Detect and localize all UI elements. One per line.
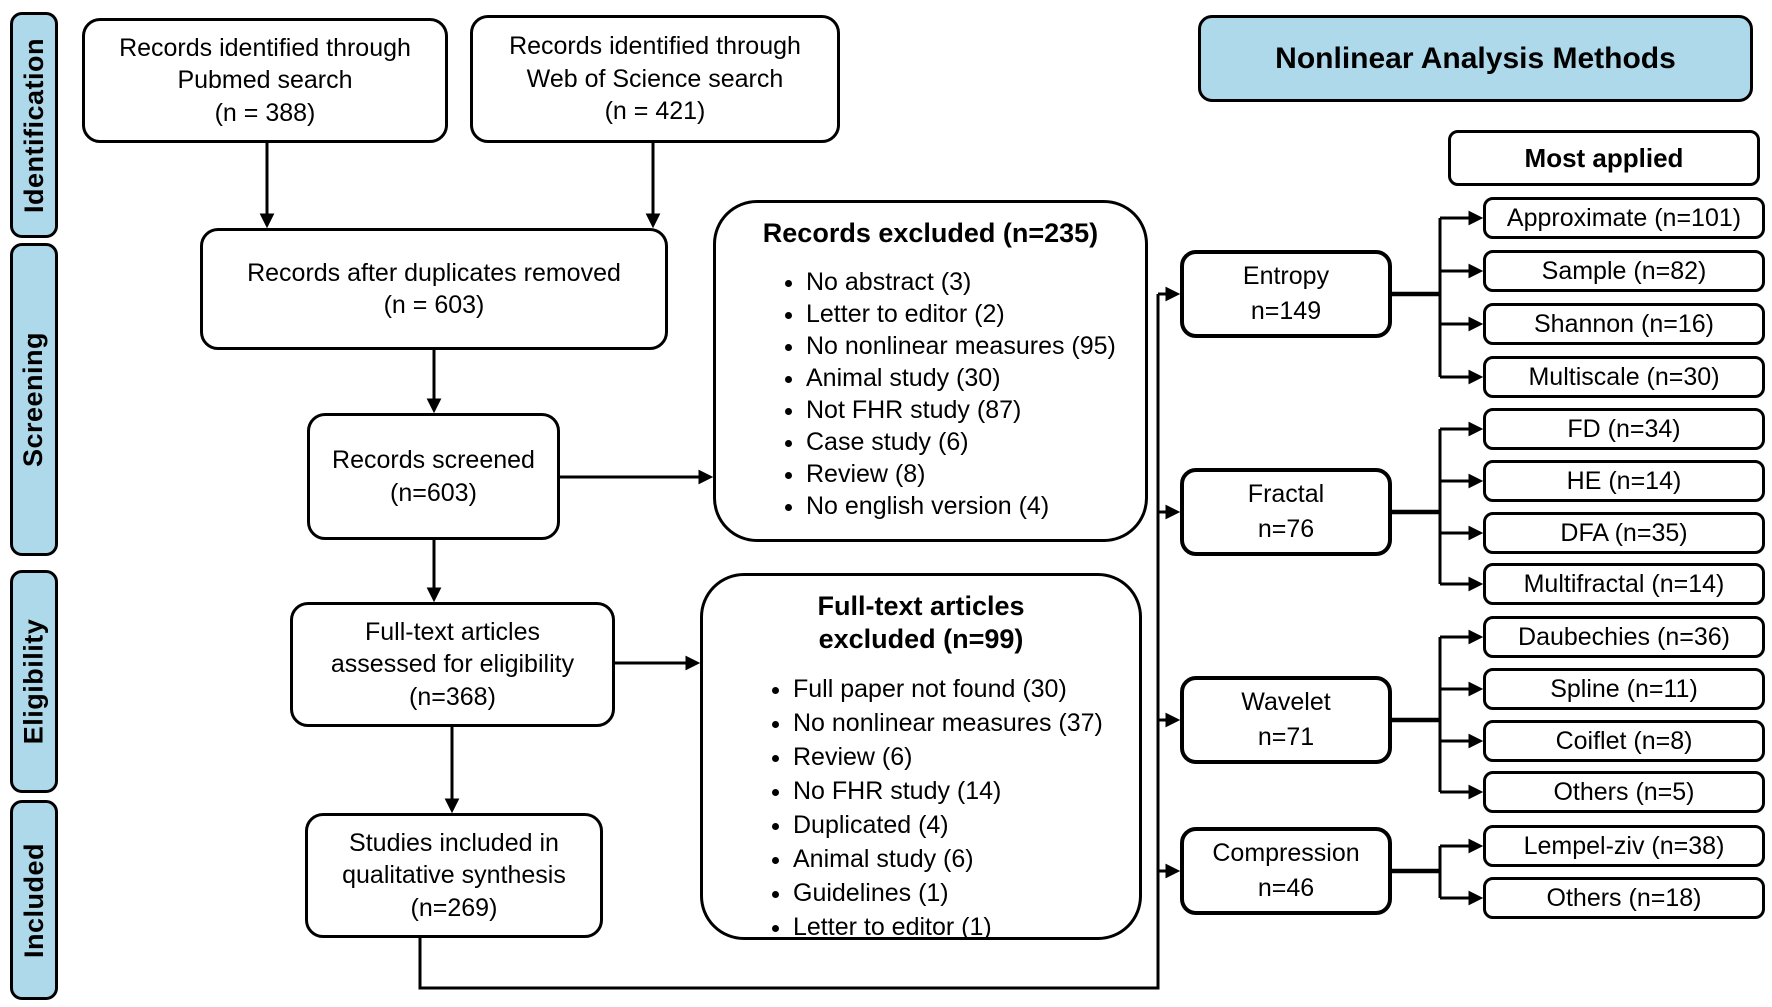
records-excluded-item: Not FHR study (87): [806, 394, 1135, 426]
leaf-entropy-approximate: Approximate (n=101): [1483, 197, 1765, 239]
group-compression: Compression n=46: [1180, 827, 1392, 915]
group-fractal-count: n=76: [1257, 515, 1315, 543]
records-excluded-item: Review (8): [806, 458, 1135, 490]
stage-screening: Screening: [10, 243, 58, 556]
fulltext-excluded-item: No FHR study (14): [793, 774, 1129, 808]
records-excluded-item: No nonlinear measures (95): [806, 330, 1135, 362]
box-studies-included: Studies included in qualitative synthesi…: [305, 813, 603, 938]
stage-eligibility-label: Eligibility: [18, 618, 49, 745]
fulltext-excluded-item: Letter to editor (1): [793, 910, 1129, 944]
fulltext-excluded-item: Animal study (6): [793, 842, 1129, 876]
group-wavelet-name: Wavelet: [1241, 688, 1331, 716]
fulltext-excluded-item: Review (6): [793, 740, 1129, 774]
group-wavelet: Wavelet n=71: [1180, 676, 1392, 764]
nonlinear-methods-title: Nonlinear Analysis Methods: [1198, 15, 1753, 102]
group-fractal: Fractal n=76: [1180, 468, 1392, 556]
stage-identification: Identification: [10, 12, 58, 238]
fulltext-excluded-list: Full paper not found (30) No nonlinear m…: [713, 672, 1129, 944]
group-fractal-name: Fractal: [1247, 480, 1325, 508]
leaf-fractal-dfa: DFA (n=35): [1483, 512, 1765, 554]
leaf-fractal-multifractal: Multifractal (n=14): [1483, 563, 1765, 605]
records-excluded-item: No abstract (3): [806, 266, 1135, 298]
stage-identification-label: Identification: [18, 37, 49, 213]
box-fulltext-excluded: Full-text articles excluded (n=99) Full …: [700, 573, 1142, 941]
leaf-compression-others: Others (n=18): [1483, 877, 1765, 919]
fulltext-excluded-item: Duplicated (4): [793, 808, 1129, 842]
leaf-entropy-sample: Sample (n=82): [1483, 250, 1765, 292]
leaf-fractal-fd: FD (n=34): [1483, 408, 1765, 450]
group-wavelet-count: n=71: [1257, 723, 1315, 751]
group-entropy: Entropy n=149: [1180, 250, 1392, 338]
records-excluded-list: No abstract (3) Letter to editor (2) No …: [726, 266, 1135, 522]
fulltext-excluded-title: Full-text articles excluded (n=99): [817, 591, 1025, 654]
box-records-excluded: Records excluded (n=235) No abstract (3)…: [713, 200, 1148, 542]
leaf-entropy-shannon: Shannon (n=16): [1483, 303, 1765, 345]
stage-eligibility: Eligibility: [10, 570, 58, 793]
leaf-entropy-multiscale: Multiscale (n=30): [1483, 356, 1765, 398]
group-entropy-name: Entropy: [1242, 262, 1330, 290]
trunk-included-to-methods: [418, 294, 1160, 990]
box-fulltext-assessed: Full-text articles assessed for eligibil…: [290, 602, 615, 727]
box-records-screened: Records screened (n=603): [307, 413, 560, 540]
leaf-wavelet-daubechies: Daubechies (n=36): [1483, 616, 1765, 658]
most-applied-header: Most applied: [1448, 130, 1760, 186]
stage-included-label: Included: [18, 842, 49, 958]
records-excluded-item: No english version (4): [806, 490, 1135, 522]
group-entropy-count: n=149: [1250, 297, 1322, 325]
stage-included: Included: [10, 800, 58, 1000]
leaf-fractal-he: HE (n=14): [1483, 460, 1765, 502]
stage-screening-label: Screening: [18, 331, 49, 468]
box-records-pubmed: Records identified through Pubmed search…: [82, 18, 448, 143]
leaf-compression-lempelziv: Lempel-ziv (n=38): [1483, 825, 1765, 867]
records-excluded-item: Animal study (30): [806, 362, 1135, 394]
fulltext-excluded-item: Full paper not found (30): [793, 672, 1129, 706]
records-excluded-title: Records excluded (n=235): [762, 218, 1099, 248]
leaf-wavelet-spline: Spline (n=11): [1483, 668, 1765, 710]
leaf-wavelet-coiflet: Coiflet (n=8): [1483, 720, 1765, 762]
leaf-wavelet-others: Others (n=5): [1483, 771, 1765, 813]
group-compression-count: n=46: [1257, 874, 1315, 902]
records-excluded-item: Case study (6): [806, 426, 1135, 458]
group-compression-name: Compression: [1212, 839, 1360, 867]
box-records-wos: Records identified through Web of Scienc…: [470, 15, 840, 143]
fulltext-excluded-item: No nonlinear measures (37): [793, 706, 1129, 740]
records-excluded-item: Letter to editor (2): [806, 298, 1135, 330]
box-duplicates-removed: Records after duplicates removed (n = 60…: [200, 228, 668, 350]
fulltext-excluded-item: Guidelines (1): [793, 876, 1129, 910]
